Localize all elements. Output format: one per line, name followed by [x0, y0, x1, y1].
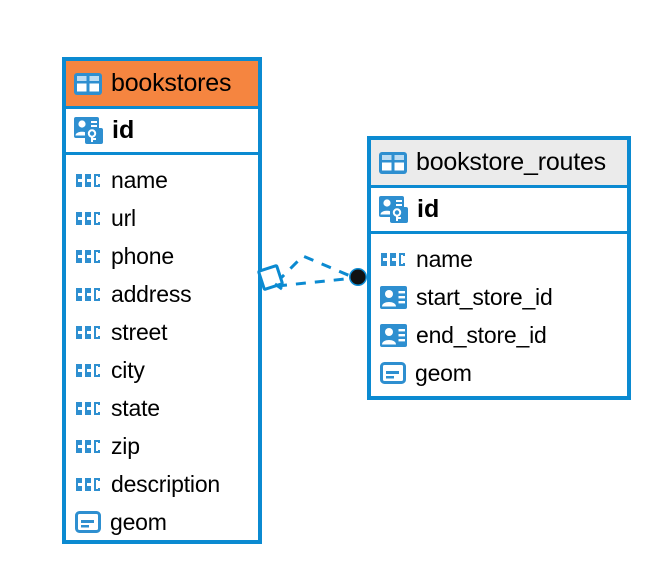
field-row[interactable]: geom — [66, 503, 258, 541]
table-icon — [379, 151, 407, 174]
entity-bookstores[interactable]: bookstores id — [62, 57, 262, 544]
field-label: start_store_id — [416, 283, 553, 310]
field-row[interactable]: start_store_id — [371, 278, 627, 316]
field-row[interactable]: address — [66, 275, 258, 313]
field-row[interactable]: url — [66, 199, 258, 237]
field-row[interactable]: name — [371, 240, 627, 278]
text-abc-icon — [75, 401, 102, 416]
foreign-key-icon — [380, 323, 407, 347]
field-label: street — [111, 318, 168, 345]
diamond-marker[interactable] — [257, 264, 284, 291]
field-list: name url — [66, 155, 258, 549]
field-label: city — [111, 356, 145, 383]
entity-bookstore-routes[interactable]: bookstore_routes id — [367, 136, 631, 400]
field-row[interactable]: state — [66, 389, 258, 427]
field-label: state — [111, 394, 160, 421]
field-list: name start_store_id — [371, 234, 627, 400]
primary-key-icon — [74, 117, 103, 144]
relationship-connector[interactable] — [255, 238, 385, 318]
field-row[interactable]: geom — [371, 354, 627, 392]
entity-title: bookstores — [111, 69, 232, 97]
field-label: url — [111, 204, 136, 231]
geometry-icon — [75, 511, 101, 533]
primary-key-label: id — [112, 116, 135, 144]
field-row[interactable]: description — [66, 465, 258, 503]
field-label: address — [111, 280, 192, 307]
field-row[interactable]: end_store_id — [371, 316, 627, 354]
text-abc-icon — [75, 249, 102, 264]
relationship-line-lower — [276, 276, 356, 288]
field-row-primary-key[interactable]: id — [66, 109, 258, 155]
field-row[interactable]: city — [66, 351, 258, 389]
field-row[interactable]: name — [66, 161, 258, 199]
field-row-primary-key[interactable]: id — [371, 188, 627, 234]
table-icon — [74, 72, 102, 95]
field-label: name — [416, 245, 473, 272]
text-abc-icon — [75, 439, 102, 454]
field-label: geom — [415, 359, 472, 386]
text-abc-icon — [380, 252, 407, 267]
field-label: name — [111, 166, 168, 193]
text-abc-icon — [75, 211, 102, 226]
entity-title: bookstore_routes — [416, 148, 606, 176]
field-row[interactable]: phone — [66, 237, 258, 275]
primary-key-icon — [379, 196, 408, 223]
text-abc-icon — [75, 173, 102, 188]
text-abc-icon — [75, 477, 102, 492]
text-abc-icon — [75, 325, 102, 340]
field-row[interactable]: zip — [66, 427, 258, 465]
foreign-key-icon — [380, 285, 407, 309]
field-label: end_store_id — [416, 321, 547, 348]
entity-header-bookstores[interactable]: bookstores — [66, 61, 258, 109]
field-row[interactable]: street — [66, 313, 258, 351]
geometry-icon — [380, 362, 406, 384]
text-abc-icon — [75, 287, 102, 302]
text-abc-icon — [75, 363, 102, 378]
field-label: geom — [110, 508, 167, 535]
field-label: description — [111, 470, 221, 497]
entity-header-bookstore-routes[interactable]: bookstore_routes — [371, 140, 627, 188]
field-label: zip — [111, 432, 140, 459]
primary-key-label: id — [417, 195, 440, 223]
field-label: phone — [111, 242, 174, 269]
filled-circle-marker[interactable] — [349, 268, 367, 286]
